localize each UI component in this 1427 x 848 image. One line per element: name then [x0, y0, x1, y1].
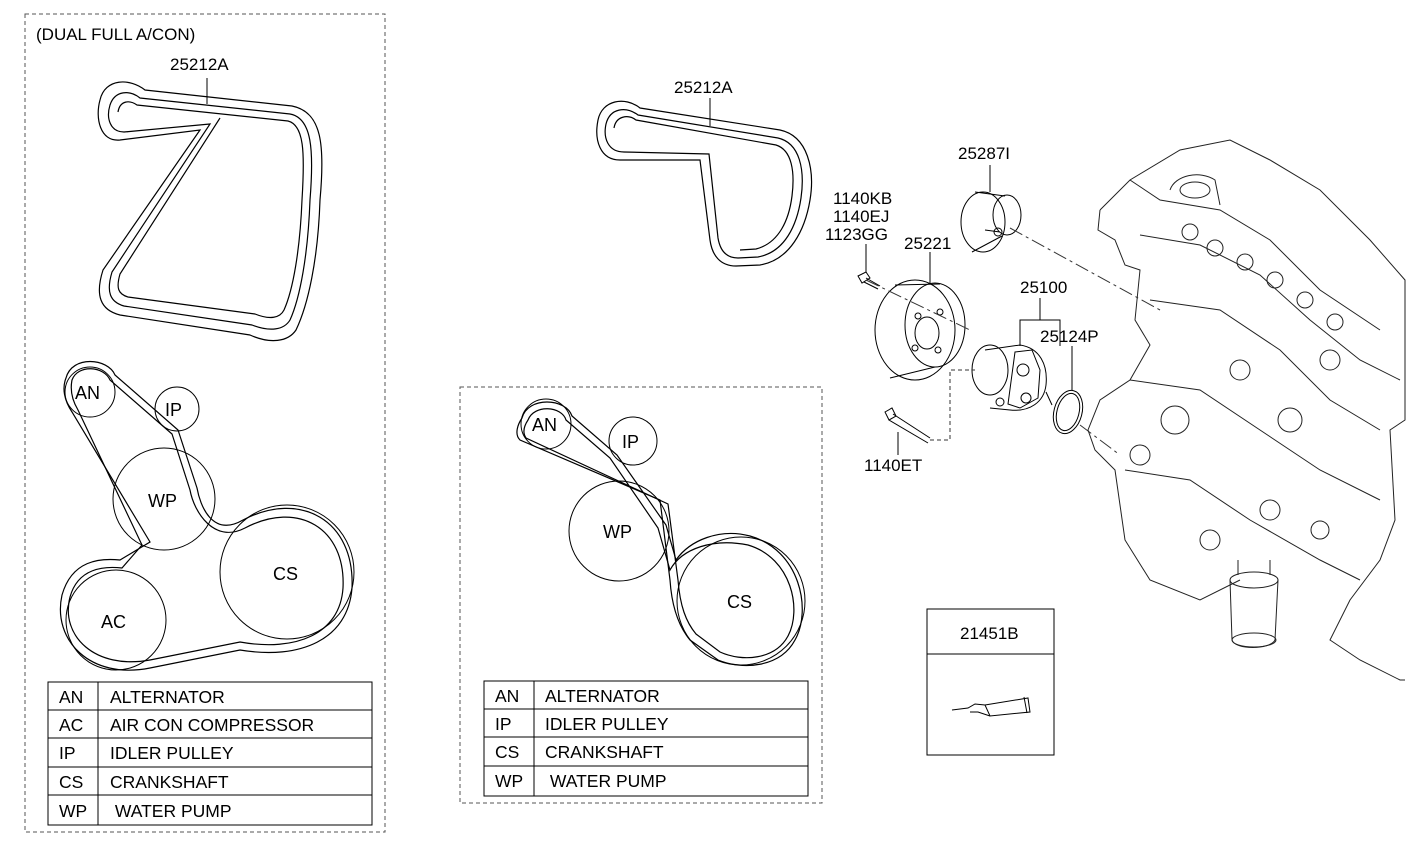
- middle-pulley-wp: [568, 480, 670, 582]
- middle-pulley-an-label: AN: [532, 415, 557, 435]
- left-pulley-an-label: AN: [75, 383, 100, 403]
- left-pulley-an: [64, 366, 116, 418]
- middle-legend-code-0: AN: [495, 686, 519, 706]
- middle-legend-name-1: IDLER PULLEY: [545, 714, 669, 734]
- middle-pulley-ip: [608, 416, 658, 466]
- small-bolt-drawing: [857, 244, 881, 290]
- part-gasket-label: 25124P: [1040, 327, 1099, 346]
- left-pulley-cs: [219, 504, 355, 640]
- part-long-bolt-label: 1140ET: [864, 456, 922, 475]
- middle-legend-code-1: IP: [495, 714, 512, 734]
- middle-legend-name-0: ALTERNATOR: [545, 686, 660, 706]
- left-panel-border: [24, 13, 386, 833]
- water-pump-drawing: [971, 298, 1061, 411]
- middle-legend-name-2: CRANKSHAFT: [545, 742, 664, 762]
- left-legend-name-3: CRANKSHAFT: [110, 772, 229, 792]
- left-legend-code-2: IP: [59, 743, 76, 763]
- left-pulley-cs-label: CS: [273, 564, 298, 584]
- left-pulley-layout: [59, 361, 353, 671]
- left-panel-title: (DUAL FULL A/CON): [36, 25, 195, 44]
- left-legend-code-1: AC: [59, 715, 83, 735]
- middle-panel-border: [459, 386, 823, 804]
- long-bolt-drawing: [884, 407, 931, 455]
- middle-legend-code-2: CS: [495, 742, 519, 762]
- sealant-part-label: 21451B: [960, 624, 1019, 643]
- left-panel: (DUAL FULL A/CON) 25212A AN IP WP CS AC: [24, 13, 386, 833]
- left-legend-name-4: WATER PUMP: [110, 801, 232, 821]
- gasket-drawing: [1052, 346, 1084, 435]
- middle-pulley-cs: [676, 536, 806, 666]
- left-pulley-ip: [154, 386, 200, 432]
- middle-belt-drawing: [596, 98, 813, 267]
- part-tensioner-label: 25287I: [958, 144, 1010, 163]
- sealant-box: [926, 608, 1055, 756]
- left-legend-code-3: CS: [59, 772, 83, 792]
- part-bolt-3-label: 1123GG: [825, 225, 888, 244]
- left-legend-table: [47, 681, 373, 826]
- left-legend-name-1: AIR CON COMPRESSOR: [110, 715, 314, 735]
- part-bolt-1-label: 1140KB: [833, 189, 892, 208]
- middle-legend-table: [483, 680, 809, 797]
- middle-pulley-ip-label: IP: [622, 432, 639, 452]
- middle-pulley-layout: [516, 401, 803, 666]
- left-legend-name-0: ALTERNATOR: [110, 687, 225, 707]
- left-belt-drawing: [97, 78, 323, 342]
- parts-exploded-view: 25287I 1140KB 1140EJ 1123GG 25221: [825, 144, 1161, 475]
- part-water-pump-label: 25100: [1020, 278, 1067, 297]
- engine-block-illustration: [1087, 139, 1406, 681]
- middle-pulley-an: [520, 398, 572, 450]
- left-belt-part-label: 25212A: [170, 55, 229, 74]
- left-pulley-wp-label: WP: [148, 491, 177, 511]
- tensioner-drawing: [960, 165, 1022, 253]
- middle-pulley-cs-label: CS: [727, 592, 752, 612]
- left-pulley-wp: [112, 447, 216, 551]
- left-pulley-ip-label: IP: [165, 400, 182, 420]
- middle-legend-name-3: WATER PUMP: [545, 771, 667, 791]
- middle-pulley-wp-label: WP: [603, 522, 632, 542]
- left-legend-code-0: AN: [59, 687, 83, 707]
- left-pulley-ac-label: AC: [101, 612, 126, 632]
- middle-legend-code-3: WP: [495, 771, 523, 791]
- pump-pulley-drawing: [874, 252, 966, 381]
- middle-panel: AN IP WP CS AN ALTERNATOR IP IDLER PULLE…: [459, 386, 823, 804]
- middle-belt-part-label: 25212A: [674, 78, 733, 97]
- left-legend-name-2: IDLER PULLEY: [110, 743, 234, 763]
- part-bolt-2-label: 1140EJ: [833, 207, 889, 226]
- sealant-tube-icon: [951, 696, 1031, 717]
- left-legend-code-4: WP: [59, 801, 87, 821]
- part-pulley-label: 25221: [904, 234, 951, 253]
- left-pulley-ac: [65, 569, 167, 671]
